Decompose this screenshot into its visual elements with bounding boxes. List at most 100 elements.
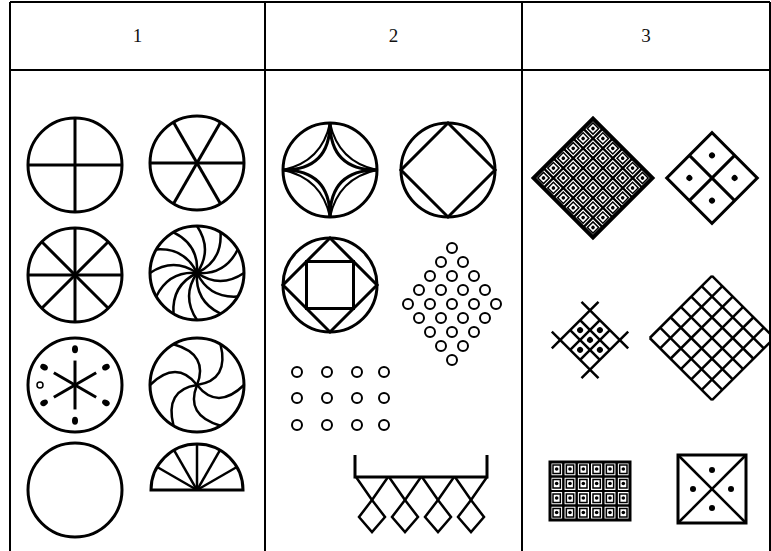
header-cell: 3 bbox=[522, 2, 770, 70]
pattern-dot bbox=[600, 156, 605, 161]
pattern-dot bbox=[586, 336, 594, 344]
pattern-dot bbox=[600, 136, 605, 141]
column-number: 3 bbox=[641, 25, 651, 47]
pattern-dot bbox=[630, 185, 635, 190]
pattern-cell bbox=[603, 506, 616, 521]
pattern-dot bbox=[568, 482, 572, 486]
pattern-circle bbox=[436, 313, 446, 323]
pattern-dot bbox=[596, 326, 604, 334]
pattern-cell bbox=[617, 462, 630, 477]
circle-grid bbox=[292, 367, 389, 430]
pattern-dot bbox=[581, 175, 586, 180]
pattern-circle bbox=[425, 299, 435, 309]
pattern-cell bbox=[553, 465, 560, 474]
pattern-circle bbox=[447, 327, 457, 337]
pattern-line bbox=[75, 385, 96, 397]
circle-diamond-array bbox=[403, 243, 501, 365]
pattern-cell bbox=[580, 494, 587, 503]
pattern-circle bbox=[469, 327, 479, 337]
pattern-circle bbox=[292, 393, 302, 403]
circle-plain bbox=[28, 443, 122, 537]
pattern-dot bbox=[581, 195, 586, 200]
pattern-cell bbox=[607, 143, 618, 154]
pattern-circle bbox=[28, 228, 122, 322]
pattern-path bbox=[422, 477, 454, 500]
pattern-path bbox=[197, 250, 238, 274]
pattern-dot bbox=[576, 326, 584, 334]
pattern-square bbox=[307, 262, 354, 309]
circle-six-spokes bbox=[150, 116, 244, 210]
pattern-dot bbox=[595, 482, 599, 486]
pattern-dot bbox=[640, 175, 645, 180]
pattern-circle bbox=[379, 367, 389, 377]
pattern-dot bbox=[581, 156, 586, 161]
pattern-cell bbox=[620, 480, 627, 489]
pattern-circle bbox=[436, 285, 446, 295]
pattern-line bbox=[689, 155, 734, 200]
pattern-dot bbox=[685, 174, 693, 182]
pattern-cell bbox=[593, 494, 600, 503]
pattern-cell bbox=[568, 182, 579, 193]
pattern-line bbox=[10, 1, 770, 3]
pattern-circle bbox=[436, 341, 446, 351]
pattern-circle bbox=[458, 341, 468, 351]
semicircle-fan bbox=[151, 444, 243, 490]
pattern-cell bbox=[566, 480, 573, 489]
pattern-circle bbox=[447, 271, 457, 281]
pattern-cell bbox=[566, 494, 573, 503]
pattern-cell bbox=[577, 172, 588, 183]
pattern-dot bbox=[582, 482, 586, 486]
pattern-cell bbox=[566, 509, 573, 518]
pattern-dot bbox=[551, 166, 556, 171]
pattern-dot bbox=[590, 225, 595, 230]
pattern-cell bbox=[577, 491, 590, 506]
pattern-dot bbox=[39, 398, 49, 407]
pattern-cell bbox=[580, 480, 587, 489]
pattern-cell bbox=[553, 480, 560, 489]
pattern-line bbox=[74, 118, 77, 212]
pattern-dot bbox=[101, 363, 111, 372]
pattern-line bbox=[54, 385, 75, 397]
pattern-cell bbox=[587, 222, 598, 233]
pattern-path bbox=[355, 455, 487, 477]
pattern-cell bbox=[593, 480, 600, 489]
pattern-cell bbox=[568, 162, 579, 173]
pattern-cell bbox=[597, 192, 608, 203]
pattern-circle bbox=[458, 313, 468, 323]
circle-diamond-square bbox=[283, 238, 377, 332]
pattern-cell bbox=[563, 462, 576, 477]
pattern-cell bbox=[593, 509, 600, 518]
pattern-square bbox=[667, 133, 758, 224]
pattern-circle bbox=[447, 355, 457, 365]
pattern-line bbox=[264, 2, 266, 551]
pattern-line bbox=[650, 338, 712, 400]
pattern-cell bbox=[603, 491, 616, 506]
pattern-cell bbox=[617, 192, 628, 203]
pattern-cell bbox=[548, 182, 559, 193]
pattern-square bbox=[678, 455, 746, 523]
circle-curved-spokes bbox=[150, 338, 244, 432]
circle-dotted-spokes bbox=[28, 338, 122, 432]
header-cell: 1 bbox=[10, 2, 265, 70]
pattern-cell bbox=[538, 172, 549, 183]
pattern-path bbox=[174, 232, 198, 273]
pattern-path bbox=[197, 226, 205, 273]
pattern-cell bbox=[617, 506, 630, 521]
pattern-circle bbox=[352, 420, 362, 430]
pattern-circle bbox=[414, 313, 424, 323]
pattern-dot bbox=[561, 175, 566, 180]
pattern-circle bbox=[469, 299, 479, 309]
pattern-square bbox=[534, 119, 653, 238]
pattern-cell bbox=[580, 465, 587, 474]
pattern-path bbox=[156, 273, 197, 297]
pattern-cell bbox=[587, 143, 598, 154]
pattern-path bbox=[197, 385, 244, 398]
pattern-circle bbox=[379, 393, 389, 403]
pattern-path bbox=[455, 477, 487, 500]
pattern-dot bbox=[581, 136, 586, 141]
pattern-line bbox=[174, 450, 197, 490]
pattern-circle bbox=[28, 118, 122, 212]
pattern-dot bbox=[728, 486, 734, 492]
pattern-dot bbox=[600, 215, 605, 220]
pattern-line bbox=[74, 385, 77, 409]
